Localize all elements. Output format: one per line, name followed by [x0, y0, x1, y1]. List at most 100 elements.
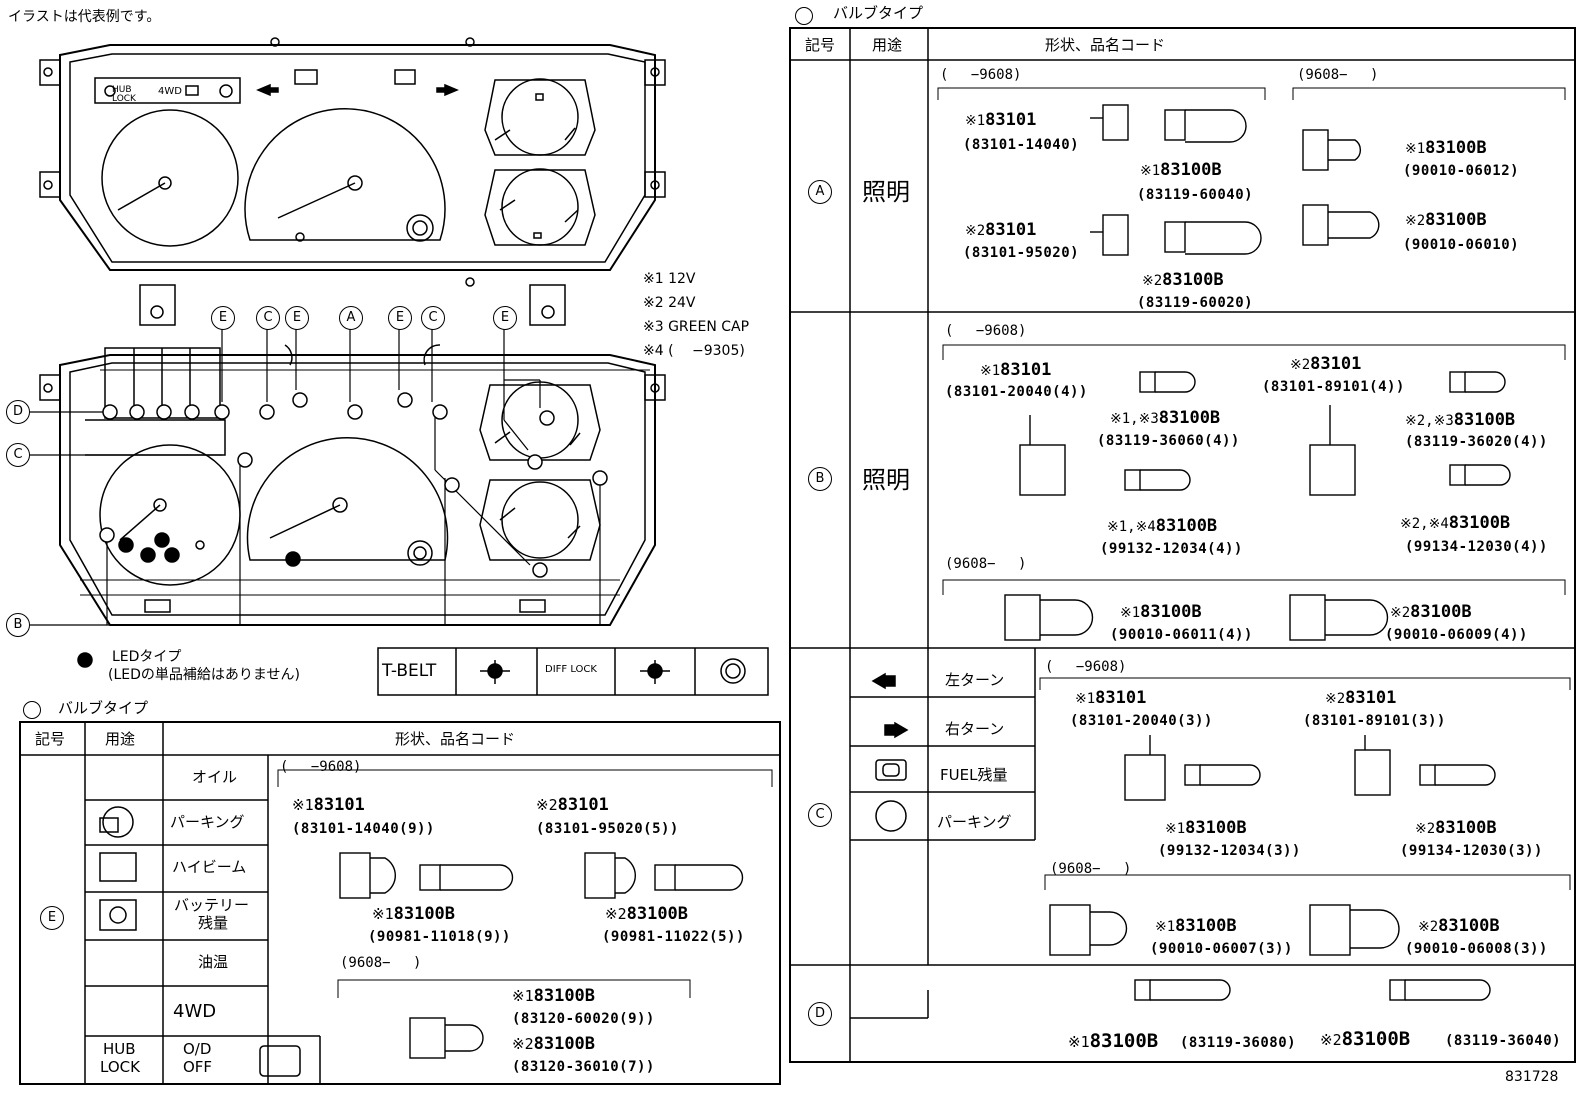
lamp-sockets	[99, 392, 608, 578]
part-number: ※183100B	[1155, 916, 1237, 936]
use-lighting: 照明	[862, 178, 910, 206]
part-code: (83119-60040)	[1137, 187, 1254, 203]
part-number: ※183100B	[1140, 160, 1222, 180]
led-type-note: (LEDの単品補給はありません)	[108, 667, 300, 683]
part-number: ※283101	[965, 220, 1037, 240]
period-after: (9608− )	[945, 556, 1027, 572]
meter-cluster-front	[39, 37, 666, 326]
off-label: OFF	[183, 1058, 213, 1076]
part-code: (99132-12034(3))	[1158, 843, 1301, 859]
part-number: ※283100B	[512, 1034, 596, 1054]
callout-c: C	[421, 306, 445, 330]
use-oil-temp: 油温	[198, 953, 229, 971]
part-number: ※183101	[1075, 688, 1147, 708]
tbelt-label: T-BELT	[382, 661, 437, 681]
part-code: (83120-60020(9))	[512, 1011, 655, 1027]
note-green-cap: ※3 GREEN CAP	[643, 319, 750, 335]
left-table-grid	[19, 721, 781, 1085]
part-code: (99132-12034(4))	[1100, 541, 1243, 557]
part-number: ※283100B	[1415, 818, 1497, 838]
use-right-turn: 右ターン	[945, 720, 1005, 738]
part-code: (90010-06010)	[1403, 237, 1520, 253]
bulb-section-marker	[23, 701, 41, 719]
note-12v: ※1 12V	[643, 271, 696, 287]
symbol-e: E	[40, 906, 64, 930]
part-code: (90010-06007(3))	[1150, 941, 1293, 957]
callout-b: B	[6, 613, 30, 637]
part-code: (90981-11022(5))	[602, 929, 745, 945]
meter-cluster-rear	[39, 344, 666, 626]
part-code: (99134-12030(4))	[1405, 539, 1548, 555]
illustration-note: イラストは代表例です。	[8, 9, 161, 25]
period-before: ( −9608)	[940, 67, 1022, 83]
period-before: ( −9608)	[280, 759, 362, 775]
indicator-strip	[377, 647, 769, 696]
part-code: (83101-14040)	[963, 137, 1080, 153]
left-header-symbol: 記号	[35, 730, 66, 748]
use-battery-level: 残量	[198, 914, 229, 932]
right-header-shape: 形状、品名コード	[1045, 36, 1166, 54]
figure-id: 831728	[1505, 1069, 1559, 1085]
hub-label: HUB	[103, 1040, 136, 1058]
part-number: ※283100B	[1405, 210, 1487, 230]
part-number: ※183100B	[372, 904, 456, 924]
part-code: (83120-36010(7))	[512, 1059, 655, 1075]
part-code: (83119-36040)	[1445, 1033, 1562, 1049]
use-oil: オイル	[192, 768, 238, 786]
lock-label: LOCK	[100, 1058, 140, 1076]
part-number: ※183100B	[1120, 602, 1202, 622]
part-code: (83101-95020)	[963, 245, 1080, 261]
period-before: ( −9608)	[1045, 659, 1127, 675]
bulb-drawings	[339, 104, 1511, 1059]
callout-e: E	[493, 306, 517, 330]
part-code: (83101-89101(4))	[1262, 379, 1405, 395]
use-battery: バッテリー	[174, 896, 250, 914]
part-code: (83101-95020(5))	[536, 821, 679, 837]
note-9305: ※4 ( −9305)	[643, 343, 745, 359]
part-number: ※2,※383100B	[1405, 410, 1516, 430]
part-code: (83119-36020(4))	[1405, 434, 1548, 450]
cluster-lock-label: LOCK	[112, 94, 136, 104]
symbol-c: C	[808, 803, 832, 827]
period-after: (9608− )	[1050, 861, 1132, 877]
od-label: O/D	[183, 1040, 212, 1058]
part-number: ※283100B	[1390, 602, 1472, 622]
part-number: ※283100B	[1418, 916, 1500, 936]
part-number: ※183100B	[512, 986, 596, 1006]
use-left-turn: 左ターン	[945, 671, 1005, 689]
use-fuel-level: FUEL残量	[940, 766, 1008, 784]
part-code: (83101-20040(4))	[945, 384, 1088, 400]
part-code: (90010-06012)	[1403, 163, 1520, 179]
part-code: (90981-11018(9))	[368, 929, 511, 945]
part-number: ※283101	[536, 795, 609, 815]
cluster-4wd-label: 4WD	[158, 86, 182, 97]
callout-c: C	[256, 306, 280, 330]
part-code: (83101-14040(9))	[292, 821, 435, 837]
part-number: ※283101	[1290, 354, 1362, 374]
use-4wd: 4WD	[173, 1001, 217, 1022]
callout-d: D	[6, 400, 30, 424]
led-type-label: LEDタイプ	[112, 649, 182, 665]
left-header-shape: 形状、品名コード	[395, 730, 516, 748]
part-code: (99134-12030(3))	[1400, 843, 1543, 859]
part-number: ※283100B	[1320, 1028, 1411, 1050]
part-number: ※283100B	[1142, 270, 1224, 290]
part-number: ※183100B	[1405, 138, 1487, 158]
part-code: (83119-60020)	[1137, 295, 1254, 311]
right-table-grid	[789, 27, 1576, 1063]
right-header-use: 用途	[872, 36, 903, 54]
part-number: ※2,※483100B	[1400, 513, 1511, 533]
part-number: ※183101	[965, 110, 1037, 130]
part-number: ※183101	[292, 795, 365, 815]
callout-a: A	[339, 306, 363, 330]
part-code: (90010-06009(4))	[1385, 627, 1528, 643]
part-code: (83101-89101(3))	[1303, 713, 1446, 729]
callout-c: C	[6, 443, 30, 467]
part-number: ※183101	[980, 360, 1052, 380]
callout-e: E	[211, 306, 235, 330]
period-after: (9608− )	[1297, 67, 1379, 83]
period-before: ( −9608)	[945, 323, 1027, 339]
period-after: (9608− )	[340, 955, 422, 971]
bulb-section-marker	[795, 7, 813, 25]
part-number: ※1,※483100B	[1107, 516, 1218, 536]
